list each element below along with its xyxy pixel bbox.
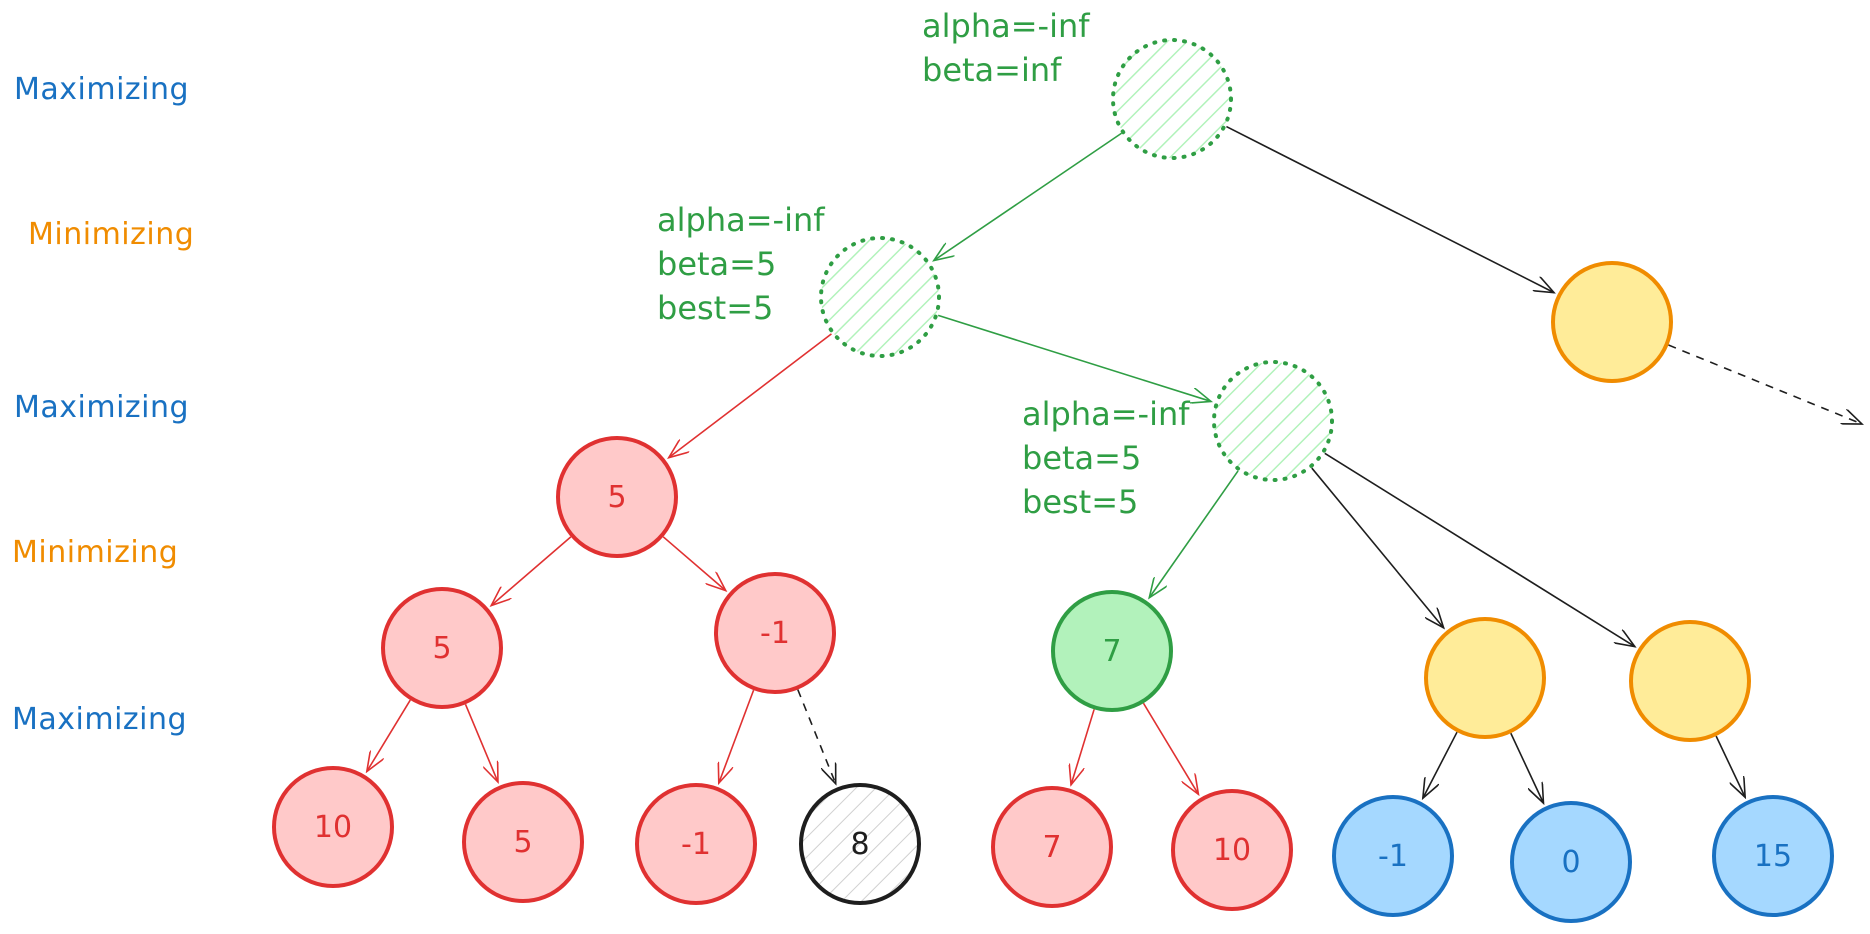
node-circle (272, 766, 394, 888)
edge-LA-LA1 (491, 536, 572, 606)
node-circle (819, 236, 941, 358)
left-min-best: best=5 (657, 289, 774, 327)
node-circle (1551, 261, 1673, 383)
edge-R-offscreen (1668, 344, 1862, 424)
mid-max-alpha: alpha=-inf (1022, 395, 1190, 433)
edge-LB1-e (1071, 709, 1095, 785)
node-circle (1510, 801, 1632, 923)
node-circle (991, 786, 1113, 908)
edge-LB-LB3 (1324, 452, 1635, 646)
node-circle (1424, 617, 1546, 739)
node-circle (381, 587, 503, 709)
tree-node-LA2: -1 (714, 572, 836, 694)
mid-max-best: best=5 (1022, 483, 1139, 521)
mid-max-beta: beta=5 (1022, 439, 1142, 477)
node-value: 7 (1042, 830, 1061, 865)
edge-LA1-a (367, 699, 411, 771)
tree-node-root (1111, 38, 1233, 160)
node-circle (1712, 795, 1834, 917)
edge-L-LA (669, 333, 832, 458)
node-value: 10 (314, 810, 352, 845)
node-value: 10 (1213, 833, 1251, 868)
node-value: -1 (1378, 839, 1408, 874)
node-circle (1629, 620, 1751, 742)
mid-max-annotation: alpha=-inf beta=5 best=5 (1022, 392, 1190, 524)
tree-node-i: 15 (1712, 795, 1834, 917)
tree-node-a: 10 (272, 766, 394, 888)
node-circle (556, 436, 678, 558)
tree-node-f: 10 (1171, 789, 1293, 911)
root-alpha: alpha=-inf (922, 7, 1090, 45)
node-value: 5 (513, 825, 532, 860)
edge-LA-LA2 (662, 536, 726, 591)
node-circle (1212, 360, 1334, 482)
root-beta: beta=inf (922, 51, 1062, 89)
tree-node-c: -1 (635, 783, 757, 905)
tree-node-L (819, 236, 941, 358)
left-min-alpha: alpha=-inf (657, 201, 825, 239)
level-label-maximizing-2: Maximizing (14, 390, 190, 425)
tree-node-h: 0 (1510, 801, 1632, 923)
node-value: 5 (607, 480, 626, 515)
node-circle (462, 781, 584, 903)
node-value: 8 (850, 827, 869, 862)
left-min-beta: beta=5 (657, 245, 777, 283)
left-min-annotation: alpha=-inf beta=5 best=5 (657, 198, 825, 330)
edge-L-LB (937, 314, 1211, 401)
edge-LB2-g (1423, 731, 1458, 798)
edge-LA2-c (719, 689, 755, 783)
node-circle (799, 783, 921, 905)
edge-LB-LB2 (1311, 467, 1444, 628)
tree-node-LA1: 5 (381, 587, 503, 709)
edge-LA1-b (464, 703, 498, 782)
node-value: 5 (432, 631, 451, 666)
level-label-maximizing-1: Maximizing (14, 72, 190, 107)
tree-node-b: 5 (462, 781, 584, 903)
node-value: 15 (1754, 839, 1792, 874)
edge-root-R (1226, 125, 1554, 293)
node-value: -1 (681, 827, 711, 862)
edge-root-L (934, 132, 1122, 260)
node-value: 7 (1102, 634, 1121, 669)
edge-LB-LB1 (1149, 470, 1239, 598)
edge-LA2-d (797, 689, 836, 784)
edge-LB2-h (1510, 732, 1544, 803)
node-circle (635, 783, 757, 905)
edge-LB1-f (1142, 702, 1199, 794)
tree-node-LA: 5 (556, 436, 678, 558)
tree-node-g: -1 (1332, 795, 1454, 917)
root-annotation: alpha=-inf beta=inf (922, 4, 1090, 92)
level-label-minimizing-1: Minimizing (28, 217, 195, 252)
tree-node-e: 7 (991, 786, 1113, 908)
node-circle (1171, 789, 1293, 911)
tree-node-d: 8 (799, 783, 921, 905)
tree-node-LB3 (1629, 620, 1751, 742)
tree-node-R (1551, 261, 1673, 383)
node-value: 0 (1561, 845, 1580, 880)
edge-LB3-i (1715, 735, 1745, 797)
node-value: -1 (760, 616, 790, 651)
level-label-minimizing-2: Minimizing (12, 535, 179, 570)
node-circle (1111, 38, 1233, 160)
node-circle (1332, 795, 1454, 917)
tree-node-LB1: 7 (1051, 590, 1173, 712)
node-circle (1051, 590, 1173, 712)
level-label-maximizing-3: Maximizing (12, 702, 188, 737)
tree-node-LB2 (1424, 617, 1546, 739)
node-circle (714, 572, 836, 694)
tree-node-LB (1212, 360, 1334, 482)
